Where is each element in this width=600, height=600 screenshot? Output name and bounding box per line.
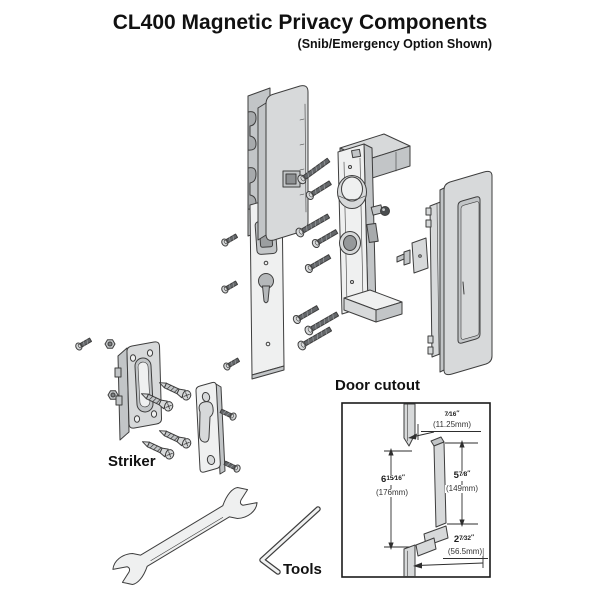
machine-screw bbox=[291, 303, 321, 326]
snib-spindle bbox=[370, 204, 390, 216]
machine-screw bbox=[74, 336, 93, 352]
spacer-block bbox=[411, 237, 429, 274]
dim-cutout-height: 57⁄8″ bbox=[452, 470, 472, 481]
door-edge-profile bbox=[403, 403, 449, 577]
striker-pocket bbox=[134, 357, 154, 413]
hex-key bbox=[259, 506, 321, 575]
lock-body-foot bbox=[343, 289, 403, 323]
door-cutout-label: Door cutout bbox=[335, 377, 420, 394]
pull-recess bbox=[457, 196, 481, 344]
page-title: CL400 Magnetic Privacy Components bbox=[112, 11, 488, 34]
page-subtitle: (Snib/Emergency Option Shown) bbox=[297, 37, 492, 51]
euro-cylinder-cutout bbox=[258, 273, 274, 304]
striker-label: Striker bbox=[108, 453, 156, 470]
keyhole-cutout bbox=[198, 401, 214, 443]
dim-overall-height-mm: (176mm) bbox=[374, 488, 410, 497]
tools-label: Tools bbox=[283, 561, 322, 578]
dim-cutout-depth: 27⁄32″ bbox=[452, 534, 476, 545]
dim-overall-height: 615⁄16″ bbox=[380, 474, 406, 485]
machine-screw bbox=[310, 227, 340, 250]
escutcheon-plate bbox=[195, 381, 226, 475]
flush-pull-plate bbox=[439, 170, 493, 376]
wrench bbox=[112, 487, 258, 585]
dim-top-thickness-mm: (11.25mm) bbox=[431, 420, 473, 429]
dim-cutout-depth-mm: (56.5mm) bbox=[446, 547, 484, 556]
machine-screw bbox=[220, 279, 239, 295]
cylinder-hole bbox=[339, 231, 361, 255]
hex-nut bbox=[104, 339, 116, 349]
machine-screw bbox=[304, 178, 333, 202]
snib-cover bbox=[257, 85, 309, 241]
wood-screw bbox=[156, 377, 193, 402]
dim-cutout-height-mm: (149mm) bbox=[444, 484, 480, 493]
magnet-housing bbox=[337, 175, 367, 209]
clip bbox=[396, 249, 411, 266]
dim-top-thickness: 7⁄16″ bbox=[443, 410, 461, 421]
machine-screw bbox=[222, 356, 241, 372]
striker-box bbox=[114, 341, 163, 441]
machine-screw bbox=[222, 459, 242, 474]
machine-screw bbox=[220, 232, 239, 248]
dimension-lines bbox=[384, 424, 488, 569]
machine-screw bbox=[303, 252, 333, 275]
lock-body bbox=[337, 143, 403, 323]
wood-screw bbox=[156, 425, 193, 450]
